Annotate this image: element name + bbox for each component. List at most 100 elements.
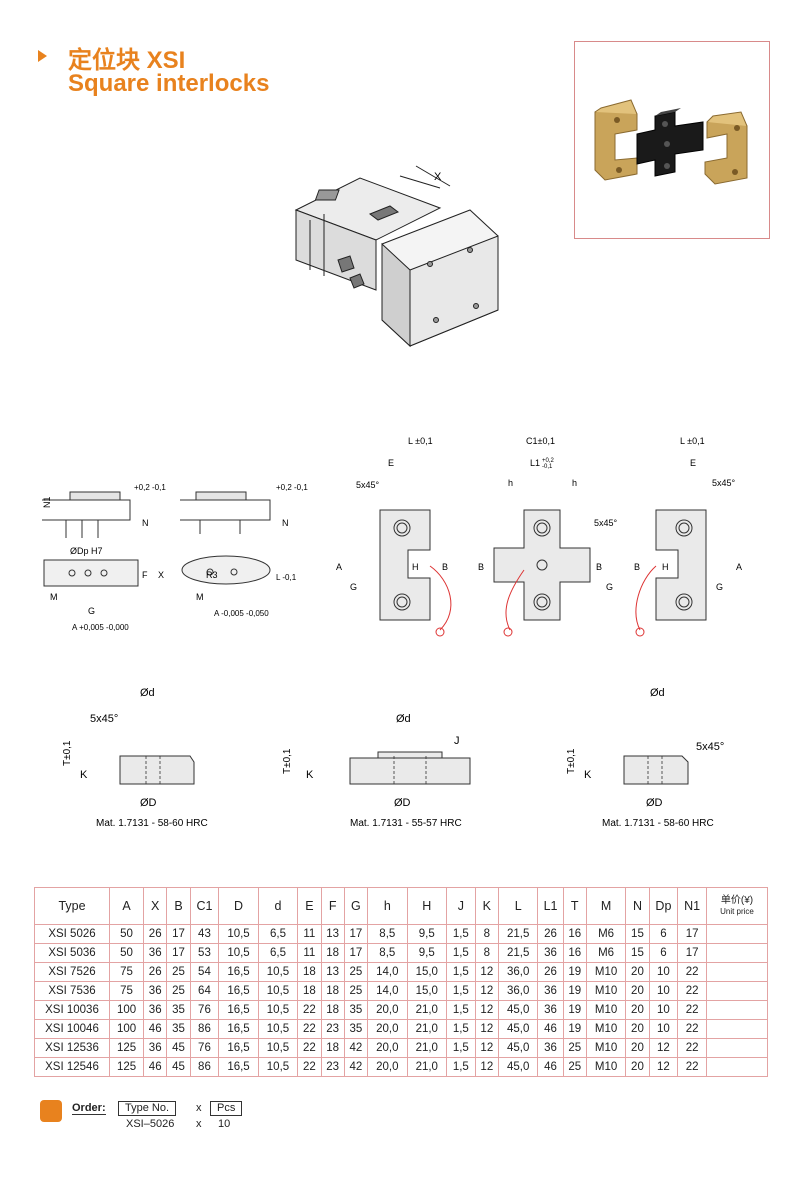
table-cell: 1,5 xyxy=(446,1000,476,1020)
table-cell: 15,0 xyxy=(406,962,448,982)
phone-icon xyxy=(40,1100,62,1122)
table-cell: 1,5 xyxy=(446,1057,476,1077)
table-cell: M6 xyxy=(585,943,627,963)
dim-h-left: h xyxy=(508,478,513,488)
material-2: Mat. 1.7131 - 55-57 HRC xyxy=(350,818,462,829)
table-cell: 1,5 xyxy=(446,1038,476,1058)
table-cell: 10,5 xyxy=(257,962,299,982)
table-cell: 23 xyxy=(320,1057,345,1077)
dim-b-2: B xyxy=(478,562,484,572)
dim-n1: N1 xyxy=(42,496,52,508)
table-cell: 26 xyxy=(537,962,564,982)
table-cell: 10,5 xyxy=(218,924,259,944)
table-cell: 15 xyxy=(625,924,650,944)
table-cell: 26 xyxy=(143,962,168,982)
table-cell: 21,0 xyxy=(406,1038,448,1058)
table-cell: 45 xyxy=(166,1038,191,1058)
dim-m: M xyxy=(50,592,58,602)
order-x2: x xyxy=(196,1118,202,1130)
table-cell: 25 xyxy=(562,1038,587,1058)
dim-c1: C1±0,1 xyxy=(526,436,555,446)
table-cell: 12 xyxy=(474,1000,499,1020)
dim-l-1: L ±0,1 xyxy=(408,436,433,446)
table-cell: 10,5 xyxy=(257,1019,299,1039)
table-cell: 36,0 xyxy=(497,962,539,982)
table-cell: 12 xyxy=(474,962,499,982)
table-cell: 35 xyxy=(166,1019,191,1039)
table-cell: 18 xyxy=(297,962,322,982)
table-cell: 8,5 xyxy=(367,943,408,963)
table-cell: 36 xyxy=(537,981,564,1001)
dim-t-tol: +0,2 -0,1 xyxy=(134,483,166,492)
table-cell: 16,5 xyxy=(218,1038,259,1058)
dim-g-2: G xyxy=(606,582,613,592)
table-cell: 14,0 xyxy=(367,981,408,1001)
table-cell: 18 xyxy=(320,981,345,1001)
col-header-f: F xyxy=(320,887,345,925)
table-cell: 17 xyxy=(343,924,369,944)
dim-od-1: Ød xyxy=(140,687,155,699)
table-cell: 18 xyxy=(297,981,322,1001)
table-cell: M10 xyxy=(585,1038,627,1058)
col-header-g: G xyxy=(343,887,369,925)
table-cell: 20,0 xyxy=(367,1000,408,1020)
table-cell: 22 xyxy=(297,1038,322,1058)
col-header-price: 单价(¥)Unit price xyxy=(706,887,768,925)
col-header-e: E xyxy=(297,887,322,925)
dim-l1-sub: -0,1 xyxy=(542,464,553,470)
table-cell: 18 xyxy=(320,943,345,963)
dim-k-3: K xyxy=(584,769,592,781)
dim-b-1: B xyxy=(442,562,448,572)
dim-chamfer-2: 5x45° xyxy=(594,518,618,528)
table-cell: 18 xyxy=(320,1000,345,1020)
table-cell: 36 xyxy=(537,943,564,963)
table-cell: 20 xyxy=(625,962,650,982)
dim-chamfer-3: 5x45° xyxy=(712,478,736,488)
table-cell: 10 xyxy=(648,981,679,1001)
table-cell: 46 xyxy=(143,1057,168,1077)
price-cn-label: 单价(¥) xyxy=(720,895,754,906)
table-cell: 10,5 xyxy=(257,1000,299,1020)
table-cell: 6 xyxy=(648,943,679,963)
table-cell: 8 xyxy=(474,924,499,944)
table-cell: 36,0 xyxy=(497,981,539,1001)
table-cell: 16,5 xyxy=(218,962,259,982)
table-cell: 12 xyxy=(648,1038,679,1058)
price-cell xyxy=(706,1057,768,1077)
table-cell: 36 xyxy=(143,943,168,963)
order-example-type: XSI–5026 xyxy=(126,1118,175,1130)
dim-x-label: X xyxy=(434,171,442,183)
table-cell: 22 xyxy=(297,1000,322,1020)
table-cell: 36 xyxy=(143,1000,168,1020)
dim-g-3: G xyxy=(716,582,723,592)
col-header-j: J xyxy=(446,887,476,925)
dim-e-1: E xyxy=(388,458,394,468)
col-header-n: N xyxy=(625,887,650,925)
table-cell: 8,5 xyxy=(367,924,408,944)
col-header-type: Type xyxy=(34,887,110,925)
dim-r3: R3 xyxy=(206,570,218,580)
table-cell: 13 xyxy=(320,924,345,944)
table-cell: 22 xyxy=(677,1000,707,1020)
col-header-d: d xyxy=(257,887,299,925)
table-cell: 21,5 xyxy=(497,943,539,963)
table-cell: 18 xyxy=(320,1038,345,1058)
table-cell: 8 xyxy=(474,943,499,963)
table-cell: 42 xyxy=(343,1038,369,1058)
col-header-t: T xyxy=(562,887,587,925)
table-cell: 26 xyxy=(143,924,168,944)
table-cell: XSI 12546 xyxy=(34,1057,110,1077)
table-cell: 36 xyxy=(143,1038,168,1058)
table-cell: 75 xyxy=(108,981,145,1001)
price-en-label: Unit price xyxy=(720,907,754,916)
table-cell: M10 xyxy=(585,1019,627,1039)
order-example-qty: 10 xyxy=(218,1118,231,1130)
table-cell: 17 xyxy=(677,943,707,963)
table-cell: M10 xyxy=(585,1057,627,1077)
